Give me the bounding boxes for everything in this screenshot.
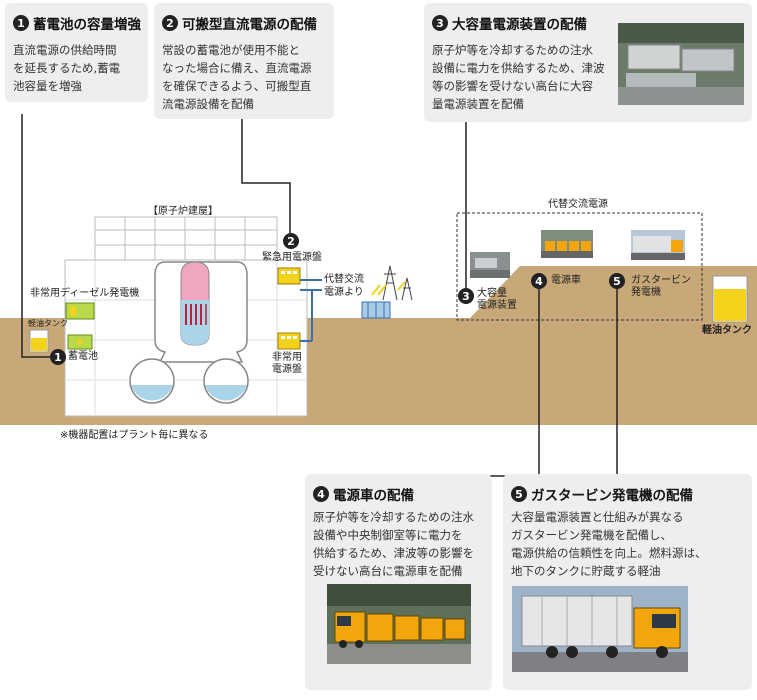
card-gas-turbine-line: 地下のタンクに貯蔵する軽油	[511, 564, 661, 578]
number-badge-3: 3	[432, 15, 448, 31]
reactor-vessel	[180, 261, 210, 346]
card-gas-turbine: 5 ガスタービン発電機の配備 大容量電源装置と仕組みが異なる ガスタービン発電機…	[503, 474, 752, 690]
fuel-tank-big-label: 軽油タンク	[702, 325, 752, 336]
transmission-tower-icon	[371, 265, 413, 301]
big-power-number-badge: 3	[458, 288, 474, 304]
card-power-car-title-text: 電源車の配備	[333, 488, 414, 504]
emergency-dc-panel-icon	[277, 267, 301, 285]
cable-lines	[300, 279, 322, 342]
card-power-car-line: 設備や中央制御室等に電力を	[313, 528, 463, 542]
card-battery-line: 直流電源の供給時間	[13, 43, 117, 57]
card-gas-turbine-line: ガスタービン発電機を配備し、	[511, 528, 672, 542]
card-gas-turbine-body: 大容量電源装置と仕組みが異なる ガスタービン発電機を配備し、 電源供給の信頼性を…	[511, 508, 707, 580]
card-portable-dc-line: 流電源設備を配備	[162, 97, 254, 111]
alt-ac-frame	[456, 212, 703, 321]
alt-ac-source-label: 代替交流電源	[548, 199, 608, 210]
card-gas-turbine-title: 5 ガスタービン発電機の配備	[511, 484, 693, 504]
gas-turbine-label-2: 発電機	[631, 287, 661, 298]
card-battery: 1 蓄電池の容量増強 直流電源の供給時間 を延長するため,蓄電 池容量を増強	[5, 3, 148, 102]
fuel-tank-big-icon	[712, 275, 748, 323]
card-portable-dc-body: 常設の蓄電池が使用不能と なった場合に備え、直流電源 を確保できるよう、可搬型直…	[162, 41, 312, 113]
card-gas-turbine-line: 大容量電源装置と仕組みが異なる	[511, 510, 684, 524]
power-car-label: 電源車	[551, 275, 581, 286]
big-power-label-1: 大容量	[477, 288, 507, 299]
card-power-car-title: 4 電源車の配備	[313, 484, 414, 504]
emergency-panel-label-1: 非常用	[272, 352, 302, 363]
card-portable-dc-line: を確保できるよう、可搬型直	[162, 79, 312, 93]
card-big-power-body: 原子炉等を冷却するための注水 設備に電力を供給するため、津波 等の影響を受けない…	[432, 41, 605, 113]
card-portable-dc-line: 常設の蓄電池が使用不能と	[162, 43, 300, 57]
building-label: 【原子炉建屋】	[148, 206, 218, 217]
big-power-label-2: 電源装置	[477, 300, 517, 311]
card-big-power-line: 原子炉等を冷却するための注水	[432, 43, 593, 57]
fuel-tank-small-icon	[29, 329, 49, 353]
card-battery-line: を延長するため,蓄電	[13, 61, 121, 75]
card-gas-turbine-photo	[512, 586, 688, 672]
card-battery-title-text: 蓄電池の容量増強	[33, 17, 141, 33]
card-battery-title: 1 蓄電池の容量増強	[13, 13, 141, 33]
building-roof	[94, 216, 278, 261]
big-power-photo	[470, 252, 510, 278]
layout-note: ※機器配置はプラント毎に異なる	[60, 430, 209, 441]
number-badge-4: 4	[313, 486, 329, 502]
card-power-car-photo	[327, 584, 471, 664]
card-gas-turbine-title-text: ガスタービン発電機の配備	[531, 488, 693, 504]
card-big-power-line: 等の影響を受けない高台に大容	[432, 79, 593, 93]
card-big-power: 3 大容量電源装置の配備 原子炉等を冷却するための注水 設備に電力を供給するため…	[424, 3, 752, 122]
diesel-label: 非常用ディーゼル発電機	[30, 288, 140, 299]
alt-ac-label-1: 代替交流	[324, 274, 364, 285]
substation-icon	[361, 301, 391, 319]
number-badge-1: 1	[13, 15, 29, 31]
power-car-number-badge: 4	[531, 273, 547, 289]
card-power-car-body: 原子炉等を冷却するための注水 設備や中央制御室等に電力を 供給するため、津波等の…	[313, 508, 474, 580]
containment-vessel	[129, 261, 249, 404]
power-car-photo	[541, 230, 593, 258]
battery-number-badge: 1	[50, 349, 66, 365]
card-portable-dc-line: なった場合に備え、直流電源	[162, 61, 312, 75]
emergency-panel-label-2: 電源盤	[272, 364, 302, 375]
number-badge-2: 2	[162, 15, 178, 31]
emergency-power-panel-icon	[277, 332, 301, 350]
card-big-power-line: 量電源装置を配備	[432, 97, 524, 111]
card-power-car-line: 受けない高台に電源車を配備	[313, 564, 463, 578]
emergency-dc-label: 緊急用電源盤	[262, 252, 322, 263]
battery-icon	[67, 334, 93, 350]
fuel-tank-small-label: 軽油タンク	[28, 319, 68, 328]
card-big-power-title: 3 大容量電源装置の配備	[432, 13, 587, 33]
card-portable-dc-title-text: 可搬型直流電源の配備	[182, 17, 317, 33]
emergency-dc-number-badge: 2	[283, 233, 299, 249]
number-badge-5: 5	[511, 486, 527, 502]
card-big-power-photo	[618, 23, 744, 105]
card-power-car: 4 電源車の配備 原子炉等を冷却するための注水 設備や中央制御室等に電力を 供給…	[305, 474, 492, 690]
card-portable-dc-title: 2 可搬型直流電源の配備	[162, 13, 317, 33]
gas-turbine-photo	[631, 230, 685, 260]
card-gas-turbine-line: 電源供給の信頼性を向上。燃料源は、	[511, 546, 707, 560]
gas-turbine-label-1: ガスタービン	[631, 275, 691, 286]
diesel-generator-icon	[65, 302, 95, 320]
card-battery-line: 池容量を増強	[13, 79, 82, 93]
gas-turbine-number-badge: 5	[609, 273, 625, 289]
card-power-car-line: 供給するため、津波等の影響を	[313, 546, 474, 560]
alt-ac-label-2: 電源より	[324, 287, 364, 298]
card-power-car-line: 原子炉等を冷却するための注水	[313, 510, 474, 524]
card-portable-dc: 2 可搬型直流電源の配備 常設の蓄電池が使用不能と なった場合に備え、直流電源 …	[154, 3, 334, 119]
card-big-power-line: 設備に電力を供給するため、津波	[432, 61, 605, 75]
card-big-power-title-text: 大容量電源装置の配備	[452, 17, 587, 33]
card-battery-body: 直流電源の供給時間 を延長するため,蓄電 池容量を増強	[13, 41, 120, 95]
battery-label: 蓄電池	[68, 351, 98, 362]
